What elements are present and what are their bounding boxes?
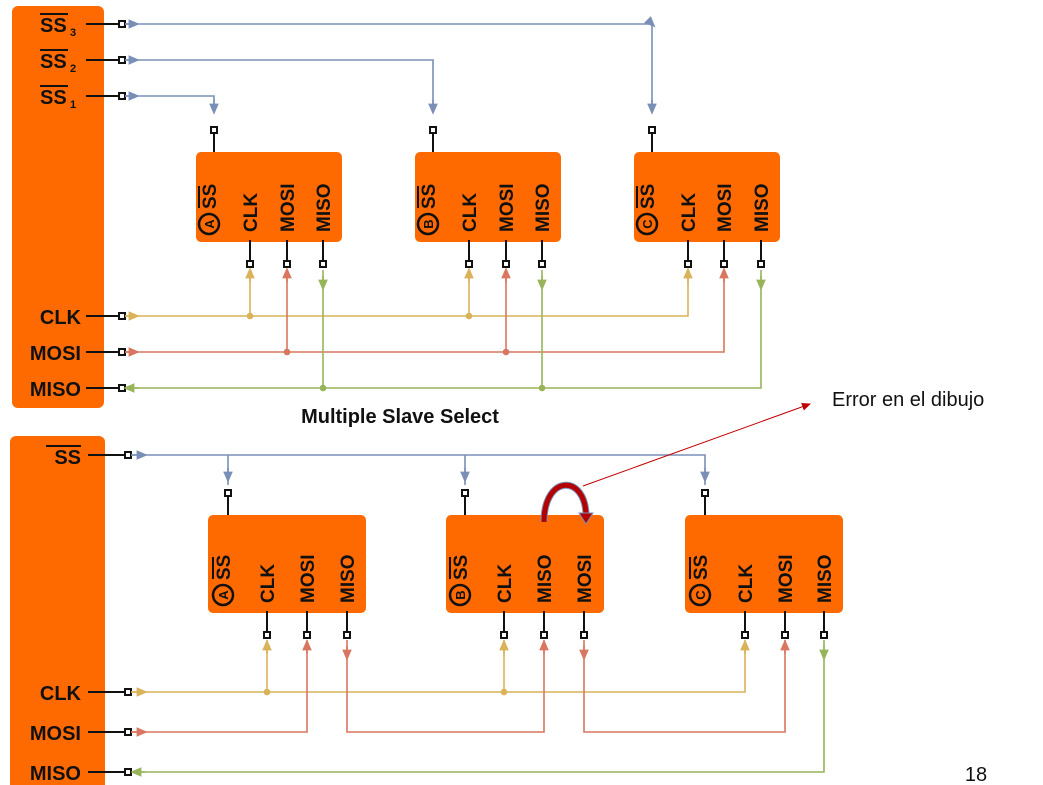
- slave-pin-ss: SS: [451, 555, 472, 580]
- svg-text:2: 2: [70, 63, 76, 75]
- slave-id: C: [640, 219, 655, 229]
- slave-id: B: [421, 219, 436, 228]
- slave-id: B: [453, 590, 468, 599]
- slave-pin-clk: CLK: [241, 193, 262, 232]
- slave-pin-miso: MISO: [815, 554, 836, 603]
- svg-text:1: 1: [70, 99, 76, 111]
- slave-pin-clk: CLK: [460, 193, 481, 232]
- slave-id: C: [693, 590, 708, 600]
- slave-id: A: [202, 219, 217, 229]
- slave-a: SS A CLK MOSI MISO: [196, 127, 342, 267]
- slave-pin-miso: MISO: [535, 554, 556, 603]
- master-pin-mosi: MOSI: [30, 723, 81, 745]
- slave-pin-miso: MISO: [338, 554, 359, 603]
- miso-lines: [135, 640, 824, 772]
- slave-pin-ss: SS: [214, 555, 235, 580]
- annotation-text: Error en el dibujo: [832, 389, 984, 411]
- slave-pin-miso: MISO: [533, 183, 554, 232]
- top-diagram: SS 3 SS 2 SS 1 CLK MOSI MISO: [12, 6, 780, 428]
- master-pin-miso: MISO: [30, 763, 81, 785]
- master-pin-miso: MISO: [30, 379, 81, 401]
- slave-id: A: [216, 590, 231, 600]
- annotation-arrow: [583, 404, 810, 486]
- slave-pin-ss: SS: [638, 184, 659, 209]
- bottom-diagram: SS CLK MOSI MISO: [10, 404, 843, 785]
- slave-c: SS C CLK MOSI MISO: [634, 127, 780, 267]
- slave-pin-mosi: MOSI: [278, 183, 299, 232]
- slave-pin-miso: MISO: [752, 183, 773, 232]
- slave-pin-mosi: MOSI: [776, 554, 797, 603]
- slave-pin-mosi: MOSI: [575, 554, 596, 603]
- slave-a: SS A CLK MOSI MISO: [208, 490, 366, 638]
- svg-text:SS: SS: [40, 15, 67, 37]
- slave-pin-mosi: MOSI: [497, 183, 518, 232]
- slave-b: SS B CLK MOSI MISO: [415, 127, 561, 267]
- ss-lines: [125, 24, 652, 110]
- page-number: 18: [965, 764, 987, 785]
- slave-pin-ss: SS: [691, 555, 712, 580]
- slave-b: SS B CLK MISO MOSI: [446, 490, 604, 638]
- svg-text:SS: SS: [54, 447, 81, 469]
- slave-pin-ss: SS: [200, 184, 221, 209]
- mosi-lines: [131, 640, 785, 732]
- master-pin-clk: CLK: [40, 683, 82, 705]
- master-pin-mosi: MOSI: [30, 343, 81, 365]
- slave-pin-mosi: MOSI: [715, 183, 736, 232]
- ss-lines: [131, 455, 705, 485]
- slave-pin-clk: CLK: [258, 564, 279, 603]
- svg-text:3: 3: [70, 27, 76, 39]
- miso-lines: [128, 270, 761, 391]
- slave-pin-clk: CLK: [679, 193, 700, 232]
- slave-c: SS C CLK MOSI MISO: [685, 490, 843, 638]
- mosi-lines: [125, 270, 724, 355]
- slave-pin-mosi: MOSI: [298, 554, 319, 603]
- slave-pin-clk: CLK: [736, 564, 757, 603]
- clk-lines: [131, 640, 745, 695]
- slave-pin-ss: SS: [419, 184, 440, 209]
- slave-pin-miso: MISO: [314, 183, 335, 232]
- svg-text:SS: SS: [40, 87, 67, 109]
- svg-text:SS: SS: [40, 51, 67, 73]
- master-pin-clk: CLK: [40, 307, 82, 329]
- slave-pin-clk: CLK: [495, 564, 516, 603]
- top-caption: Multiple Slave Select: [301, 406, 499, 428]
- clk-lines: [125, 270, 688, 319]
